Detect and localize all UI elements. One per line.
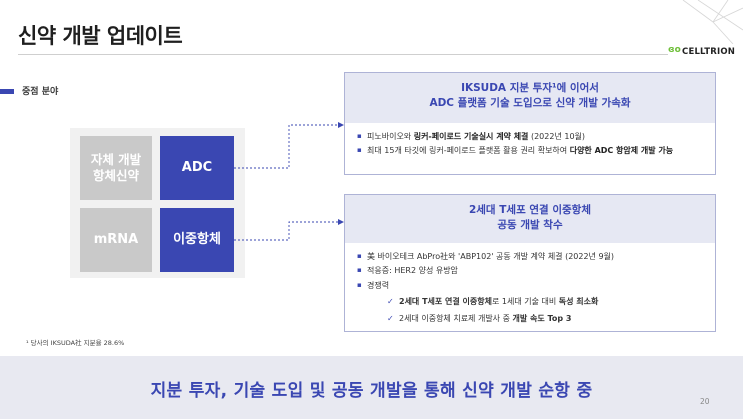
bispecific-box-title-1: 2세대 T세포 연결 이중항체 bbox=[468, 204, 592, 216]
title-divider bbox=[18, 54, 668, 55]
list-item: 경쟁력 bbox=[357, 280, 705, 292]
focus-area-label: 중점 분야 bbox=[22, 87, 59, 97]
adc-update-box: IKSUDA 지분 투자¹에 이어서 ADC 플랫폼 기술 도입으로 신약 개발… bbox=[344, 72, 716, 175]
sub-text: 2세대 이중항체 치료제 개발사 중 bbox=[399, 313, 513, 323]
sub-emphasis: 2세대 T세포 연결 이중항체 bbox=[399, 297, 492, 307]
cell-in-house-antibody: 자체 개발 항체신약 bbox=[80, 136, 152, 200]
list-item: 적응증: HER2 양성 유방암 bbox=[357, 265, 705, 277]
cell-mrna: mRNA bbox=[80, 208, 152, 272]
bullet-emphasis: 다양한 ADC 항암제 개발 가능 bbox=[569, 146, 674, 156]
connector-adc bbox=[234, 124, 340, 169]
bullet-text: 최대 15개 타깃에 링커-페이로드 플랫폼 활용 권리 확보하여 bbox=[367, 146, 570, 156]
sub-list-item: ✓ 2세대 이중항체 치료제 개발사 중 개발 속도 Top 3 bbox=[357, 313, 705, 325]
bullet-text: 적응증: HER2 양성 유방암 bbox=[367, 266, 458, 276]
logo-name: CELLTRION bbox=[682, 47, 736, 57]
adc-box-title-1: IKSUDA 지분 투자¹에 이어서 bbox=[461, 82, 599, 94]
page-title: 신약 개발 업데이트 bbox=[18, 24, 183, 48]
check-icon: ✓ bbox=[387, 297, 394, 307]
page-number: 20 bbox=[700, 397, 710, 406]
sub-list-item: ✓ 2세대 T세포 연결 이중항체로 1세대 기술 대비 독성 최소화 bbox=[357, 296, 705, 308]
focus-marker bbox=[0, 89, 14, 94]
cell-mrna-label: mRNA bbox=[93, 231, 139, 247]
summary-banner bbox=[0, 356, 743, 419]
bullet-text: 피노바이오와 bbox=[367, 132, 414, 141]
sub-emphasis: 독성 최소화 bbox=[558, 297, 599, 307]
adc-bullet-list: 피노바이오와 링커-페이로드 기술실시 계약 체결 (2022년 10월) 최대… bbox=[357, 131, 705, 160]
bullet-text: 경쟁력 bbox=[367, 280, 390, 290]
bispecific-update-box: 2세대 T세포 연결 이중항체 공동 개발 착수 美 바이오테크 AbPro社와… bbox=[344, 194, 716, 332]
bullet-text: (2022년 10월) bbox=[528, 132, 586, 141]
logo-mark: ɞo bbox=[668, 45, 681, 55]
adc-box-title-2: ADC 플랫폼 기술 도입으로 신약 개발 가속화 bbox=[429, 97, 631, 110]
cell-adc: ADC bbox=[160, 136, 234, 200]
cell-in-house-antibody-label: 자체 개발 항체신약 bbox=[90, 152, 142, 183]
bullet-text: 美 바이오테크 AbPro社와 'ABP102' 공동 개발 계약 체결 (20… bbox=[367, 252, 615, 261]
celltrion-logo: ɞo CELLTRION bbox=[668, 44, 738, 60]
bullet-emphasis: 링커-페이로드 기술실시 계약 체결 bbox=[413, 132, 529, 141]
footnote: ¹ 당사의 IKSUDA社 지분율 28.6% bbox=[26, 339, 125, 347]
bispecific-box-header: 2세대 T세포 연결 이중항체 공동 개발 착수 bbox=[345, 195, 715, 243]
summary-banner-text: 지분 투자, 기술 도입 및 공동 개발을 통해 신약 개발 순항 중 bbox=[150, 381, 593, 401]
decorative-network-graphic bbox=[682, 0, 743, 44]
list-item: 최대 15개 타깃에 링커-페이로드 플랫폼 활용 권리 확보하여 다양한 AD… bbox=[357, 145, 705, 157]
connector-bispecific bbox=[234, 221, 340, 241]
bispecific-bullet-list: 美 바이오테크 AbPro社와 'ABP102' 공동 개발 계약 체결 (20… bbox=[357, 251, 705, 325]
sub-emphasis: 개발 속도 Top 3 bbox=[512, 313, 572, 323]
cell-bispecific-label: 이중항체 bbox=[173, 231, 221, 247]
list-item: 美 바이오테크 AbPro社와 'ABP102' 공동 개발 계약 체결 (20… bbox=[357, 251, 705, 263]
cell-bispecific: 이중항체 bbox=[160, 208, 234, 272]
cell-adc-label: ADC bbox=[181, 159, 213, 175]
list-item: 피노바이오와 링커-페이로드 기술실시 계약 체결 (2022년 10월) bbox=[357, 131, 705, 143]
bispecific-box-title-2: 공동 개발 착수 bbox=[497, 219, 563, 232]
adc-box-header: IKSUDA 지분 투자¹에 이어서 ADC 플랫폼 기술 도입으로 신약 개발… bbox=[345, 73, 715, 123]
sub-text: 로 1세대 기술 대비 bbox=[491, 297, 559, 307]
check-icon: ✓ bbox=[387, 313, 394, 323]
